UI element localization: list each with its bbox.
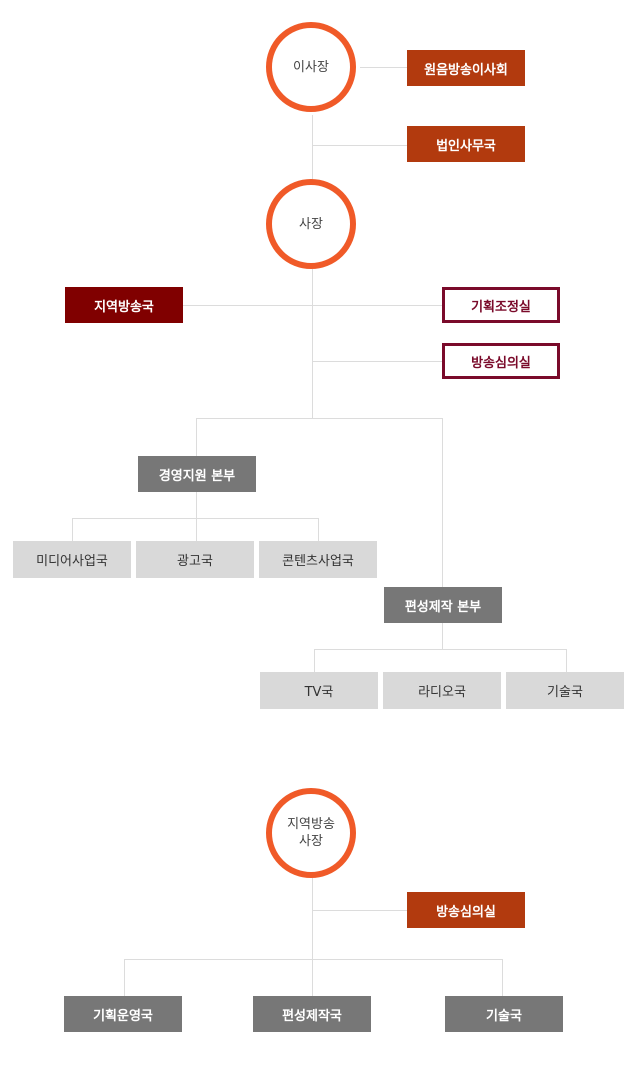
connector-president-trunk (312, 269, 313, 419)
mgmt-hq-box: 경영지원 본부 (138, 456, 256, 492)
tech-box: 기술국 (506, 672, 624, 709)
mgmt-hq-label: 경영지원 본부 (158, 468, 236, 484)
regional-review-box: 방송심의실 (407, 892, 525, 928)
tv-box: TV국 (260, 672, 378, 709)
connector-regional-children (124, 959, 503, 960)
connector-media-biz (72, 518, 73, 542)
content-biz-label: 콘텐츠사업국 (282, 554, 354, 569)
connector-mgmt-children (72, 518, 319, 519)
media-biz-box: 미디어사업국 (13, 541, 131, 578)
connector-review (312, 361, 444, 362)
radio-box: 라디오국 (383, 672, 501, 709)
board-label: 원음방송이사회 (424, 62, 508, 78)
connector-corp-office (312, 145, 408, 146)
connector-prod-down (442, 622, 443, 649)
connector-mgmt-down (196, 491, 197, 518)
board-box: 원음방송이사회 (407, 50, 525, 86)
connector-regional-review (312, 910, 408, 911)
connector-prod-hq (442, 418, 443, 587)
corp-office-label: 법인사무국 (436, 138, 496, 154)
production-box: 편성제작국 (253, 996, 371, 1032)
planning-ops-box: 기획운영국 (64, 996, 182, 1032)
regional-president-node: 지역방송 사장 (266, 788, 356, 878)
content-biz-box: 콘텐츠사업국 (259, 541, 377, 578)
planning-ops-label: 기획운영국 (93, 1008, 153, 1024)
ads-label: 광고국 (177, 554, 213, 569)
review-box: 방송심의실 (442, 343, 560, 379)
regional-label: 지역방송국 (94, 299, 154, 315)
regional-tech-label: 기술국 (486, 1008, 522, 1024)
connector-prod-children (314, 649, 567, 650)
connector-hq-horizontal (196, 418, 443, 419)
production-label: 편성제작국 (282, 1008, 342, 1024)
chairman-node: 이사장 (266, 22, 356, 112)
radio-label: 라디오국 (418, 685, 466, 700)
regional-president-label-line1: 지역방송 (287, 817, 335, 832)
tv-label: TV국 (304, 685, 334, 700)
corp-office-box: 법인사무국 (407, 126, 525, 162)
connector-tech (566, 649, 567, 673)
connector-chairman-board (360, 67, 408, 68)
tech-label: 기술국 (547, 685, 583, 700)
regional-tech-box: 기술국 (445, 996, 563, 1032)
connector-mgmt-hq (196, 418, 197, 457)
connector-tv (314, 649, 315, 673)
connector-regional-trunk (312, 876, 313, 997)
review-label: 방송심의실 (471, 355, 531, 371)
ads-box: 광고국 (136, 541, 254, 578)
planning-label: 기획조정실 (471, 299, 531, 315)
prod-hq-label: 편성제작 본부 (404, 599, 482, 615)
connector-content-biz (318, 518, 319, 542)
media-biz-label: 미디어사업국 (36, 554, 108, 569)
planning-box: 기획조정실 (442, 287, 560, 323)
connector-regional-planning (183, 305, 444, 306)
regional-box: 지역방송국 (65, 287, 183, 323)
president-node: 사장 (266, 179, 356, 269)
connector-planning-ops (124, 959, 125, 997)
chairman-label: 이사장 (293, 59, 329, 75)
connector-ads (196, 518, 197, 542)
connector-chairman-president (312, 115, 313, 181)
connector-regional-tech (502, 959, 503, 997)
prod-hq-box: 편성제작 본부 (384, 587, 502, 623)
president-label: 사장 (299, 216, 323, 232)
regional-president-label-line2: 사장 (299, 834, 323, 849)
regional-review-label: 방송심의실 (436, 904, 496, 920)
